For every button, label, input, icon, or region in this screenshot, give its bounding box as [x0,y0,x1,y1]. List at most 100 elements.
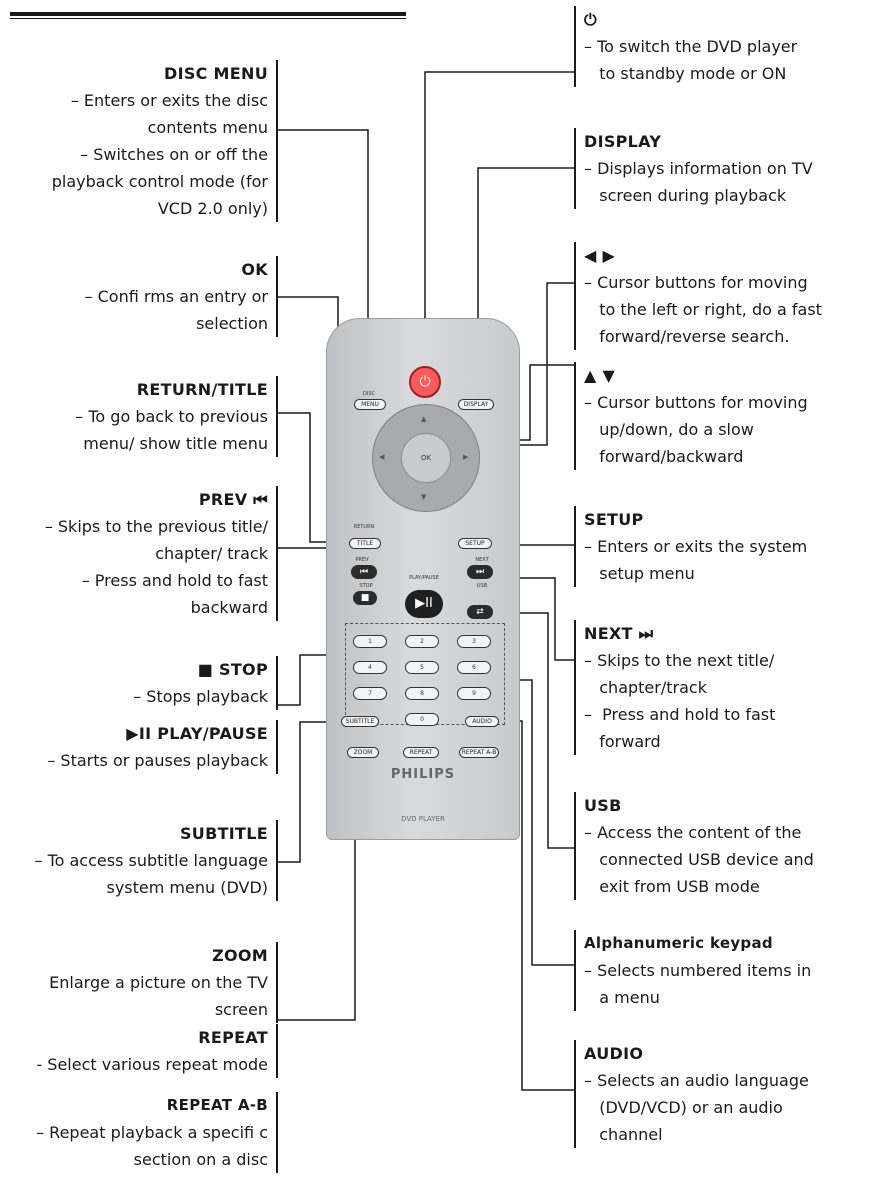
power-title: ⏻ [584,10,597,29]
next-desc: – Skips to the next title/ chapter/track… [584,651,776,751]
next-icon[interactable]: ⏭ [467,565,493,579]
callout-display: DISPLAY – Displays information on TV scr… [574,128,813,209]
key-3[interactable]: 3 [457,635,491,648]
subtitle-title: SUBTITLE [179,824,268,843]
stop-label: STOP [359,583,373,589]
stop-desc: – Stops playback [133,687,268,706]
callout-setup: SETUP – Enters or exits the system setup… [574,506,807,587]
audio-title: AUDIO [584,1044,644,1063]
up-arrow-icon[interactable]: ▲ [421,415,427,423]
callout-power: ⏻ – To switch the DVD player to standby … [574,6,797,87]
callout-next: NEXT ⏭ – Skips to the next title/ chapte… [574,620,775,755]
disc-label: DISC [363,391,375,397]
subtitle-button[interactable]: SUBTITLE [341,716,379,727]
play-pause-button[interactable]: ▶II [405,590,443,618]
line-usb [495,612,576,849]
up-down-title: ▲ ▼ [584,366,616,385]
right-arrow-icon[interactable]: ▶ [463,453,469,461]
setup-title: SETUP [584,510,644,529]
power-desc: – To switch the DVD player to standby mo… [584,37,798,83]
callout-keypad: Alphanumeric keypad – Selects numbered i… [574,930,811,1011]
left-right-title: ◀ ▶ [584,246,616,265]
return-title-title: RETURN/TITLE [136,380,268,399]
line-discmenu [278,129,369,400]
ok-button[interactable]: OK [401,433,451,483]
brand-logo: PHILIPS [390,767,456,782]
line-power [424,71,576,372]
prev-icon[interactable]: ⏮ [351,565,377,579]
return-label: RETURN [353,524,375,530]
callout-audio: AUDIO – Selects an audio language (DVD/V… [574,1040,809,1148]
header-rule [10,12,406,16]
prev-title: PREV ⏮ [198,490,268,509]
display-button[interactable]: DISPLAY [458,399,494,410]
left-arrow-icon[interactable]: ◀ [379,453,385,461]
ok-desc: – Confi rms an entry or selection [84,287,268,333]
callout-play-pause: ▶II PLAY/PAUSE – Starts or pauses playba… [47,720,278,774]
repeat-desc: - Select various repeat mode [36,1055,268,1074]
usb-desc: – Access the content of the connected US… [584,823,814,896]
line-zoom [278,758,356,1021]
key-0[interactable]: 0 [405,713,439,726]
display-desc: – Displays information on TV screen duri… [584,159,813,205]
repeat-ab-button[interactable]: REPEAT A-B [459,747,499,758]
keypad-title: Alphanumeric keypad [584,934,773,952]
callout-subtitle: SUBTITLE – To access subtitle language s… [34,820,278,901]
usb-icon[interactable]: ⇄ [467,605,493,619]
line-next [492,577,576,661]
up-down-desc: – Cursor buttons for moving up/down, do … [584,393,808,466]
repeat-button[interactable]: REPEAT [403,747,439,758]
key-4[interactable]: 4 [353,661,387,674]
left-right-desc: – Cursor buttons for moving to the left … [584,273,822,346]
callout-left-right: ◀ ▶ – Cursor buttons for moving to the l… [574,242,822,350]
key-2[interactable]: 2 [405,635,439,648]
subtitle-desc: – To access subtitle language system men… [34,851,268,897]
play-pause-desc: – Starts or pauses playback [47,751,268,770]
display-title: DISPLAY [584,132,662,151]
callout-return-title: RETURN/TITLE – To go back to previous me… [75,376,278,457]
navigation-ring[interactable] [372,404,480,512]
callout-repeat: REPEAT - Select various repeat mode [36,1024,278,1078]
stop-title: ■ STOP [197,660,268,679]
key-5[interactable]: 5 [405,661,439,674]
callout-disc-menu: DISC MENU – Enters or exits the disc con… [52,60,278,222]
zoom-button[interactable]: ZOOM [347,747,379,758]
disc-menu-desc: – Enters or exits the disc contents menu… [51,91,268,218]
down-arrow-icon[interactable]: ▼ [421,493,427,501]
prev-desc: – Skips to the previous title/ chapter/ … [44,517,268,617]
disc-menu-button[interactable]: MENU [354,399,386,410]
line-leftright [520,282,576,446]
key-9[interactable]: 9 [457,687,491,700]
callout-repeat-ab: REPEAT A-B – Repeat playback a specifi c… [36,1092,278,1173]
callout-zoom: ZOOM Enlarge a picture on the TV screen [49,942,278,1023]
key-1[interactable]: 1 [353,635,387,648]
zoom-title: ZOOM [212,946,268,965]
line-keypad [516,679,576,966]
audio-desc: – Selects an audio language (DVD/VCD) or… [584,1071,809,1144]
setup-desc: – Enters or exits the system setup menu [584,537,808,583]
key-8[interactable]: 8 [405,687,439,700]
ok-title: OK [241,260,268,279]
play-pause-label: PLAY/PAUSE [409,575,439,581]
keypad-desc: – Selects numbered items in a menu [584,961,812,1007]
repeat-ab-desc: – Repeat playback a specifi c section on… [36,1123,268,1169]
prev-label: PREV [355,557,369,563]
key-7[interactable]: 7 [353,687,387,700]
return-title-button[interactable]: TITLE [349,538,381,549]
next-label: NEXT [475,557,489,563]
callout-ok: OK – Confi rms an entry or selection [85,256,278,337]
next-title: NEXT ⏭ [584,624,654,643]
stop-icon[interactable]: ■ [353,591,377,605]
return-title-desc: – To go back to previous menu/ show titl… [75,407,268,453]
callout-usb: USB – Access the content of the connecte… [574,792,814,900]
play-pause-title: ▶II PLAY/PAUSE [126,724,268,743]
callout-stop: ■ STOP – Stops playback [133,656,278,710]
usb-title: USB [584,796,622,815]
usb-label: USB [476,583,488,589]
key-6[interactable]: 6 [457,661,491,674]
power-icon[interactable]: ⏻ [409,366,441,398]
header-rule-thin [10,18,406,19]
audio-button[interactable]: AUDIO [465,716,499,727]
setup-button[interactable]: SETUP [458,538,492,549]
